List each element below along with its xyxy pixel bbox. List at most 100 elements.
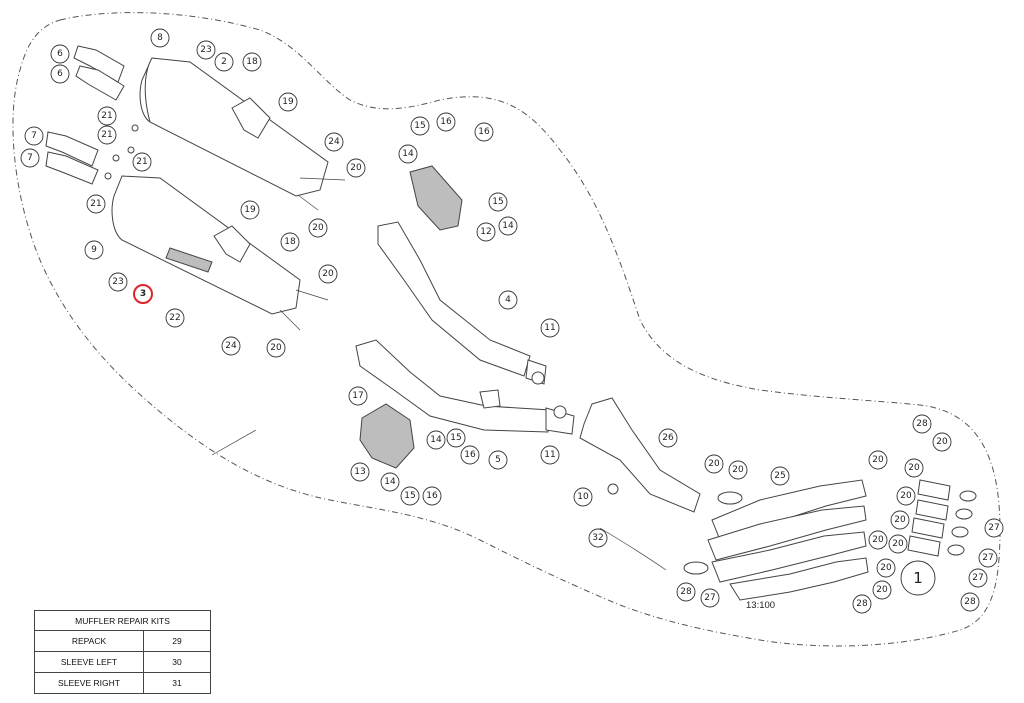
callout-17: 17 <box>348 386 368 406</box>
callout-18: 18 <box>280 232 300 252</box>
callout-number: 18 <box>284 237 296 247</box>
callout-21: 21 <box>86 194 106 214</box>
callout-number: 15 <box>414 121 425 131</box>
callout-number: 20 <box>908 463 920 473</box>
callout-32: 32 <box>588 528 608 548</box>
callout-number: 22 <box>169 313 180 323</box>
callout-number: 7 <box>27 153 33 163</box>
callout-number: 6 <box>57 49 63 59</box>
callout-15: 15 <box>446 428 466 448</box>
callout-20: 20 <box>890 510 910 530</box>
callout-20: 20 <box>868 530 888 550</box>
callout-number: 15 <box>492 197 503 207</box>
callout-23: 23 <box>196 40 216 60</box>
callout-number: 20 <box>708 459 720 469</box>
callout-24: 24 <box>221 336 241 356</box>
callout-27: 27 <box>978 548 998 568</box>
callout-number: 19 <box>244 205 256 215</box>
callout-number: 16 <box>478 127 490 137</box>
callout-number: 24 <box>225 341 237 351</box>
callout-number: 28 <box>856 599 868 609</box>
callout-20: 20 <box>872 580 892 600</box>
callout-20: 20 <box>888 534 908 554</box>
tail-tips <box>45 45 139 185</box>
nut-10 <box>607 483 619 495</box>
callout-number: 11 <box>544 323 555 333</box>
callout-1: 1 <box>900 560 936 596</box>
table-row: SLEEVE LEFT 30 <box>34 651 211 673</box>
callout-number: 28 <box>680 587 692 597</box>
callout-8: 8 <box>150 28 170 48</box>
callout-26: 26 <box>658 428 678 448</box>
callout-number: 19 <box>282 97 294 107</box>
clamp-20 <box>683 561 709 575</box>
callout-number: 5 <box>495 455 501 465</box>
callout-14: 14 <box>426 430 446 450</box>
callout-16: 16 <box>436 112 456 132</box>
callout-number: 21 <box>136 157 147 167</box>
callout-21: 21 <box>97 106 117 126</box>
callout-25: 25 <box>770 466 790 486</box>
callout-number: 20 <box>732 465 744 475</box>
callout-number: 26 <box>662 433 674 443</box>
callout-27: 27 <box>700 588 720 608</box>
callout-15: 15 <box>488 192 508 212</box>
callout-number: 2 <box>221 57 227 67</box>
repair-kit-label: SLEEVE LEFT <box>34 651 144 673</box>
link-pipe-5 <box>355 339 575 435</box>
callout-24: 24 <box>324 132 344 152</box>
callout-number: 17 <box>352 391 363 401</box>
callout-number: 14 <box>384 477 396 487</box>
callout-number: 20 <box>350 163 362 173</box>
callout-number: 14 <box>402 149 414 159</box>
clamp-11 <box>553 405 567 419</box>
callout-3: 3 <box>133 284 153 304</box>
callout-number: 28 <box>916 419 928 429</box>
callout-number: 1 <box>913 569 923 587</box>
callout-number: 24 <box>328 137 340 147</box>
callout-number: 12 <box>480 227 491 237</box>
callout-27: 27 <box>984 518 1004 538</box>
callout-number: 16 <box>464 450 476 460</box>
table-row: REPACK 29 <box>34 630 211 652</box>
callout-14: 14 <box>498 216 518 236</box>
callout-number: 21 <box>90 199 101 209</box>
callout-number: 11 <box>544 450 555 460</box>
callout-number: 20 <box>936 437 948 447</box>
link-pipe-4 <box>377 221 547 385</box>
callout-number: 4 <box>505 295 511 305</box>
callout-11: 11 <box>540 445 560 465</box>
callout-19: 19 <box>278 92 298 112</box>
callout-20: 20 <box>896 486 916 506</box>
callout-14: 14 <box>398 144 418 164</box>
callout-number: 20 <box>894 515 906 525</box>
callout-10: 10 <box>573 487 593 507</box>
callout-number: 20 <box>312 223 324 233</box>
repair-kit-label: REPACK <box>34 630 144 652</box>
callout-18: 18 <box>242 52 262 72</box>
callout-16: 16 <box>474 122 494 142</box>
callout-number: 9 <box>91 245 97 255</box>
callout-5: 5 <box>488 450 508 470</box>
callout-number: 23 <box>200 45 211 55</box>
callout-number: 23 <box>112 277 123 287</box>
callout-number: 8 <box>157 33 163 43</box>
callout-12: 12 <box>476 222 496 242</box>
callout-13: 13 <box>350 462 370 482</box>
callout-number: 13 <box>354 467 365 477</box>
callout-22: 22 <box>165 308 185 328</box>
heat-shield-13 <box>359 403 415 469</box>
callout-number: 16 <box>440 117 452 127</box>
callout-21: 21 <box>132 152 152 172</box>
scale-label: 13:100 <box>746 600 776 611</box>
callout-number: 15 <box>450 433 461 443</box>
callout-15: 15 <box>400 486 420 506</box>
callout-16: 16 <box>460 445 480 465</box>
repair-kit-number: 29 <box>143 630 211 652</box>
callout-number: 25 <box>774 471 785 481</box>
callout-6: 6 <box>50 44 70 64</box>
callout-20: 20 <box>868 450 888 470</box>
callout-7: 7 <box>24 126 44 146</box>
callout-19: 19 <box>240 200 260 220</box>
